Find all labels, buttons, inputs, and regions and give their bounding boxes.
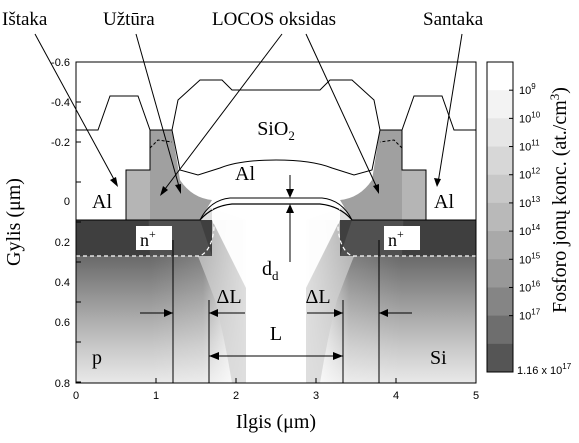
colorbar-tick-label: 1016 — [519, 279, 541, 294]
colorbar-tick-label: 1015 — [519, 251, 541, 266]
y-axis: -0.6 -0.4 -0.2 0 0.2 0.4 0.6 0.8 Gylis (… — [3, 57, 81, 390]
al-contact-left — [76, 170, 126, 220]
doping-map — [76, 62, 476, 383]
colorbar-cell — [487, 118, 513, 148]
top-annotations: Ištaka Užtūra LOCOS oksidas Santaka — [2, 9, 484, 196]
dd-label: dd — [262, 258, 279, 283]
y-tick-label: 0.2 — [55, 237, 70, 249]
colorbar: 109 1010 1011 1012 1013 1014 1015 1016 1017 1.16… — [486, 61, 572, 377]
colorbar-label: Fosforo jonų konc. (at./cm3) — [547, 87, 571, 313]
x-tick-label: 3 — [313, 390, 319, 402]
colorbar-tick-label: 1013 — [519, 195, 541, 210]
colorbar-cell — [487, 146, 513, 176]
colorbar-bottom-label: 1.16 x 1017 — [517, 362, 572, 377]
y-tick-label: -0.2 — [51, 137, 70, 149]
colorbar-cell — [487, 90, 513, 119]
colorbar-tick-label: 1010 — [519, 110, 541, 125]
colorbar-cell — [487, 343, 513, 373]
x-tick-label: 4 — [393, 390, 399, 402]
locos-label: LOCOS oksidas — [212, 9, 336, 30]
colorbar-tick-label: 1017 — [519, 308, 541, 323]
colorbar-cell — [487, 202, 513, 232]
n-plus-left-label: n+ — [140, 227, 156, 250]
y-tick-label: 0.8 — [55, 378, 70, 390]
x-tick-label: 1 — [153, 390, 159, 402]
y-tick-label: 0 — [64, 196, 70, 208]
delta-l-right-label: ΔL — [305, 286, 330, 308]
colorbar-cell — [487, 62, 513, 91]
colorbar-cell — [487, 287, 513, 317]
sio2-label: SiO2 — [257, 118, 295, 143]
region-labels: SiO2 Al Al Al n+ n+ dd p Si ΔL ΔL L — [92, 118, 454, 369]
al-right-label: Al — [434, 191, 454, 213]
colorbar-cell — [487, 231, 513, 260]
p-label: p — [92, 347, 102, 369]
top-oxide-outline — [76, 79, 476, 131]
colorbar-frame — [486, 61, 514, 373]
x-axis: 0 1 2 3 4 5 Ilgis (μm) — [73, 378, 479, 433]
dimension-lines — [140, 175, 412, 383]
si-label: Si — [430, 347, 447, 369]
colorbar-tick-label: 1011 — [519, 139, 540, 154]
al-gate-outline — [125, 129, 427, 220]
x-tick-label: 5 — [473, 390, 479, 402]
x-axis-label: Ilgis (μm) — [236, 411, 316, 433]
source-label: Ištaka — [2, 9, 48, 30]
colorbar-cell — [487, 315, 513, 345]
x-tick-label: 2 — [233, 390, 239, 402]
locos-outline — [199, 203, 353, 221]
drain-label: Santaka — [423, 9, 484, 30]
colorbar-tick-label: 1012 — [519, 167, 541, 182]
y-axis-label: Gylis (μm) — [3, 178, 25, 266]
colorbar-cell — [487, 174, 513, 204]
n-plus-right-label: n+ — [388, 227, 404, 250]
colorbar-tick-label: 1014 — [519, 223, 541, 238]
junction-right — [337, 204, 476, 257]
x-tick-label: 0 — [73, 390, 79, 402]
al-left-label: Al — [92, 191, 112, 213]
colorbar-tick-label: 109 — [519, 82, 536, 97]
delta-l-left-label: ΔL — [216, 286, 241, 308]
y-tick-label: -0.4 — [51, 97, 70, 109]
al-gate-label: Al — [235, 163, 255, 185]
silicon-surface-outline — [76, 197, 476, 221]
y-tick-label: 0.4 — [55, 277, 70, 289]
colorbar-cell — [487, 259, 513, 288]
y-tick-label: 0.6 — [55, 317, 70, 329]
y-tick-label: -0.6 — [51, 57, 70, 69]
junction-left — [76, 204, 215, 257]
gate-label: Užtūra — [103, 9, 155, 30]
l-label: L — [270, 323, 282, 345]
